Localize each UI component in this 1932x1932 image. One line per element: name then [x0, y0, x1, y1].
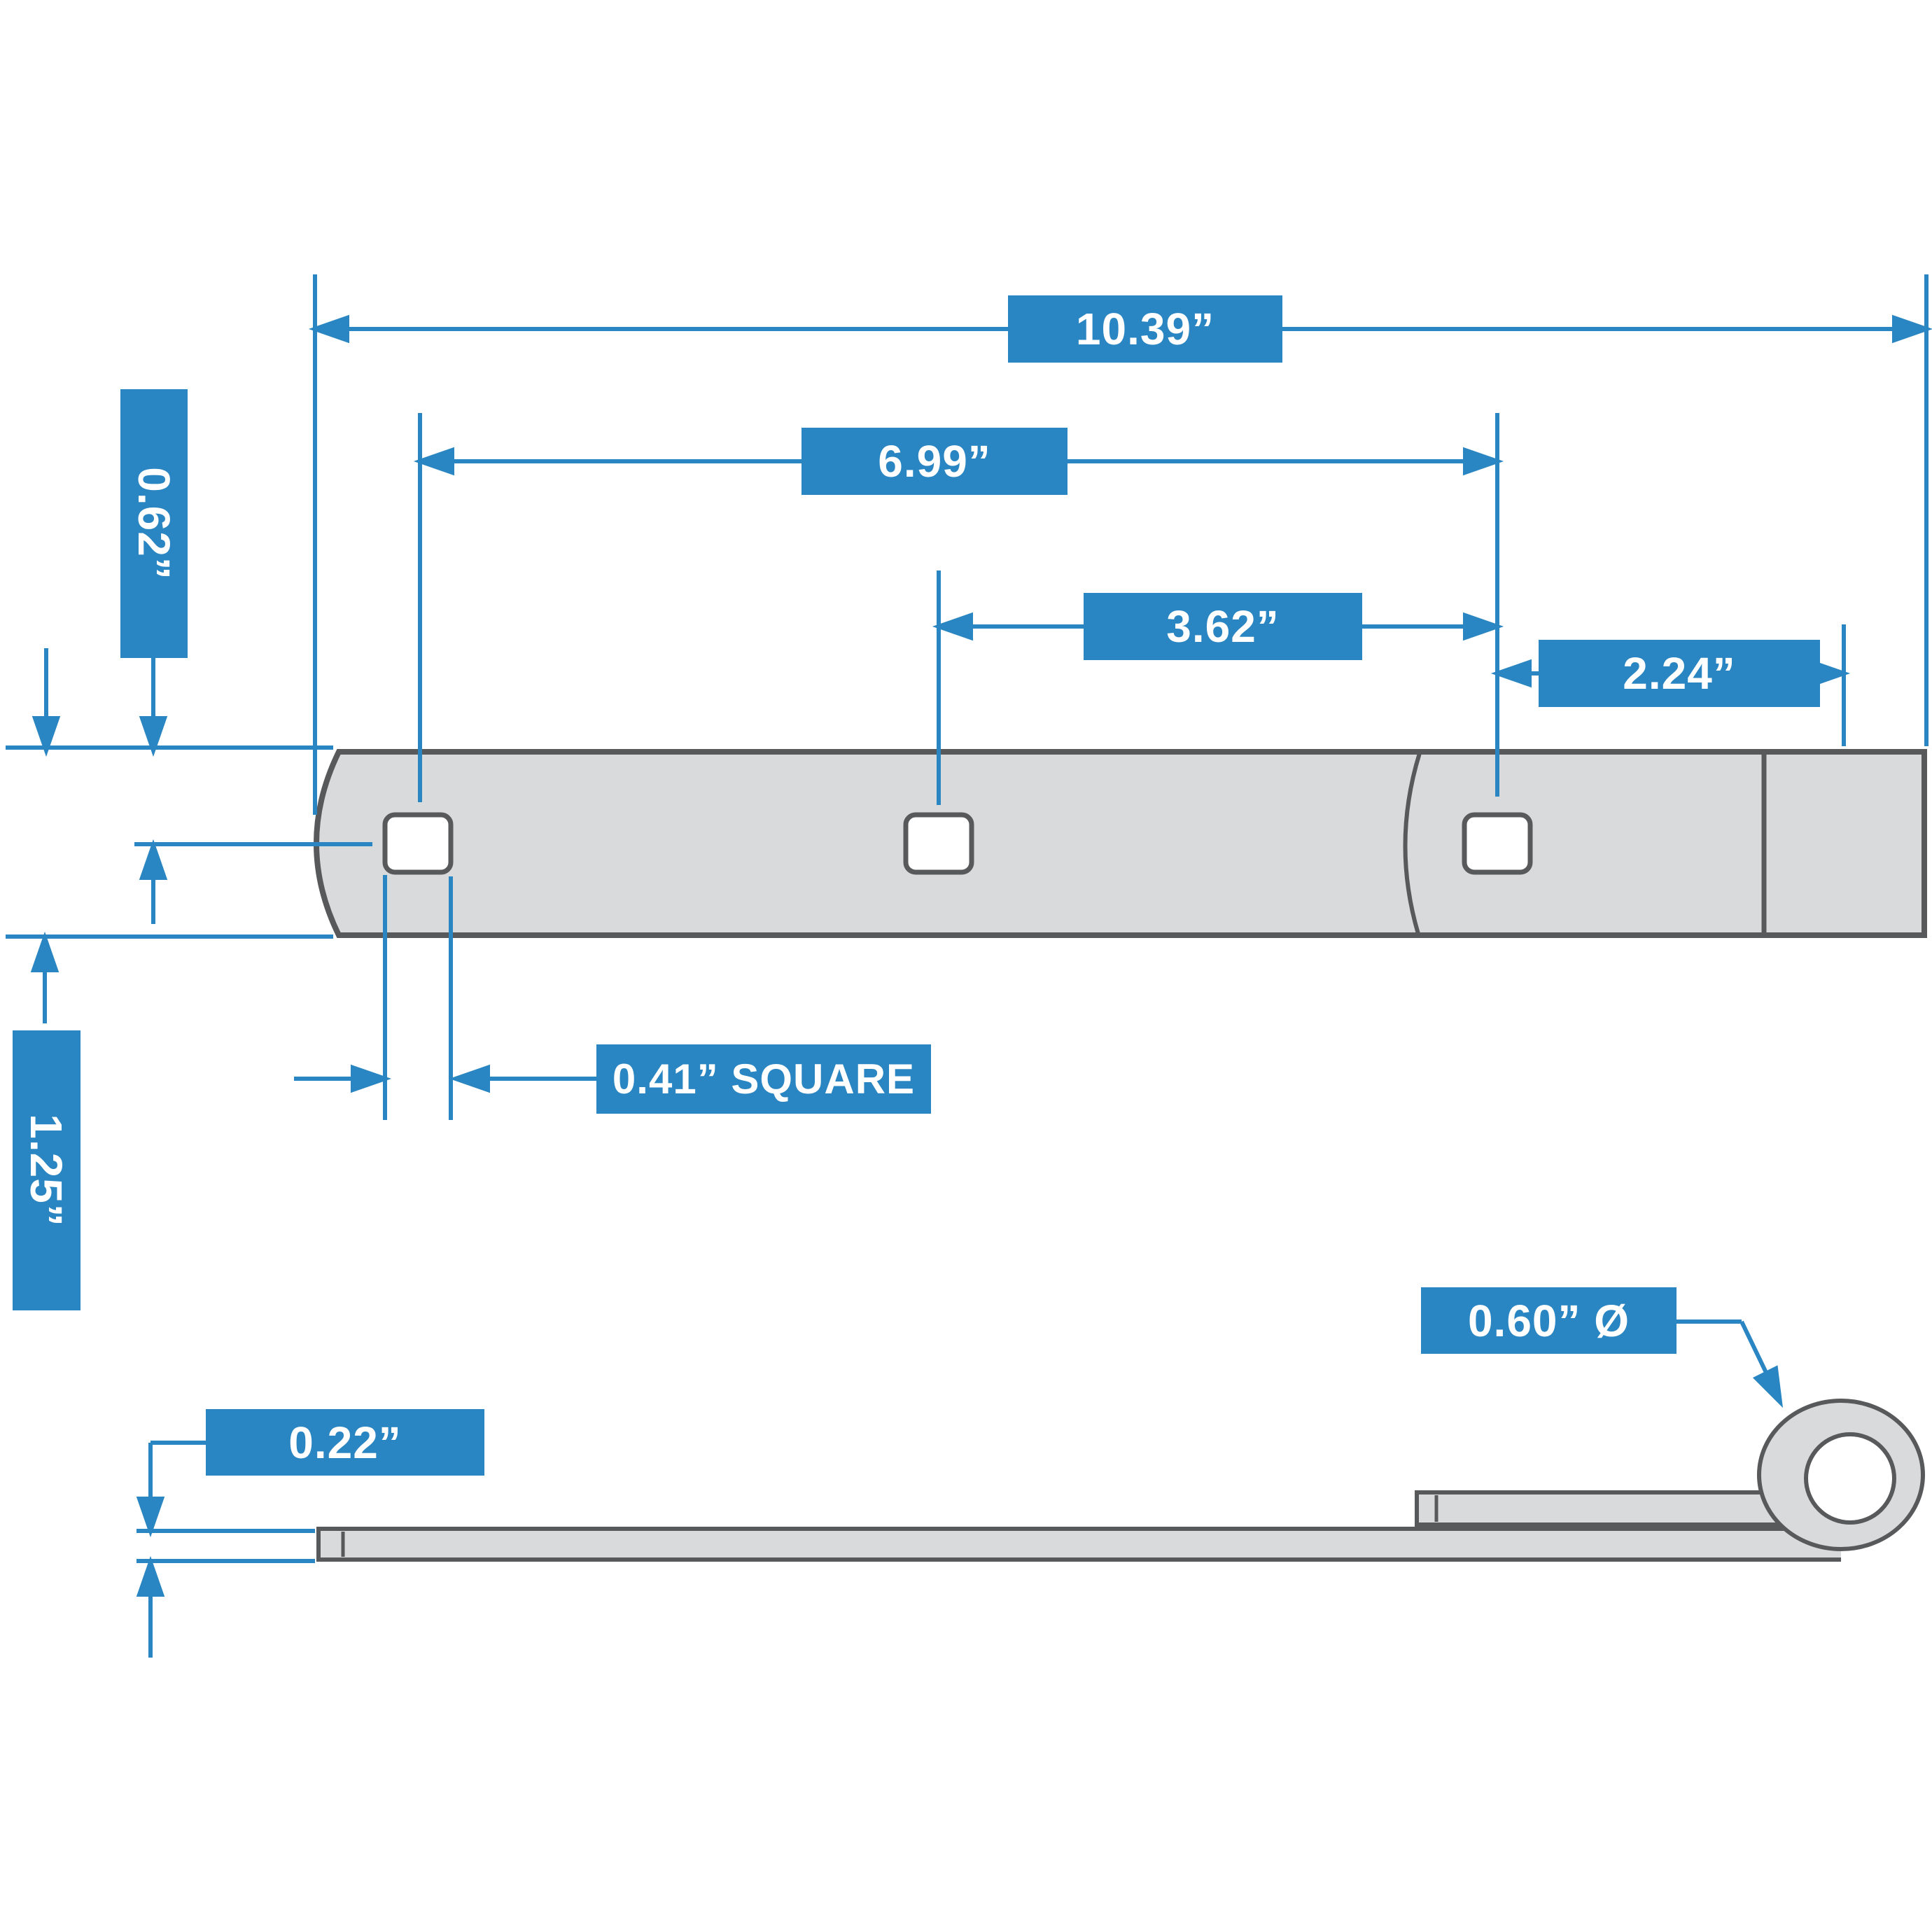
arrow-down-icon — [139, 716, 168, 757]
label-hole-top-offset: 0.62” — [120, 389, 188, 658]
arrow-left-icon — [449, 1064, 490, 1093]
label-hole-span-inner: 3.62” — [1084, 593, 1362, 660]
label-end-offset: 2.24” — [1539, 640, 1820, 707]
label-strap-width-text: 1.25” — [21, 1114, 72, 1227]
arrow-right-icon — [1892, 314, 1932, 344]
arrow-diagonal-icon — [1752, 1365, 1784, 1408]
label-strap-width: 1.25” — [13, 1030, 80, 1310]
arrow-left-icon — [932, 612, 973, 641]
side-bar-fill — [318, 1529, 1841, 1560]
arrow-right-icon — [1463, 447, 1504, 476]
leader-line-eye — [1740, 1320, 1770, 1378]
label-thickness: 0.22” — [206, 1409, 484, 1476]
side-dimension-linework — [136, 1320, 1784, 1658]
arrow-right-icon — [1463, 612, 1504, 641]
arrow-left-icon — [308, 314, 349, 344]
arrow-down-icon — [31, 716, 61, 757]
arrow-up-icon — [139, 839, 168, 880]
label-hole-span-outer: 6.99” — [802, 428, 1068, 495]
side-upper-layer-fill — [1417, 1492, 1788, 1525]
arrow-left-icon — [1490, 659, 1532, 688]
square-hole-1 — [382, 812, 454, 875]
arrow-left-icon — [413, 447, 454, 476]
label-hole-top-offset-text: 0.62” — [129, 467, 179, 580]
square-hole-2 — [903, 812, 974, 875]
arrow-up-icon — [136, 1555, 165, 1597]
arrow-up-icon — [30, 931, 59, 972]
side-bar-outline — [316, 1527, 1841, 1562]
eye-inner-hole — [1804, 1432, 1896, 1525]
arrow-down-icon — [136, 1497, 165, 1538]
label-eye-diameter: 0.60” Ø — [1421, 1287, 1676, 1354]
top-view — [314, 749, 1927, 938]
strap-body — [314, 749, 1927, 938]
arrow-right-icon — [351, 1064, 392, 1093]
label-overall-length: 10.39” — [1008, 295, 1282, 363]
side-upper-layer-outline — [1415, 1490, 1788, 1527]
side-view — [316, 1399, 1925, 1562]
label-hole-size: 0.41” SQUARE — [596, 1044, 931, 1114]
strap-section-arc — [1403, 752, 1422, 934]
square-hole-3 — [1462, 812, 1533, 875]
